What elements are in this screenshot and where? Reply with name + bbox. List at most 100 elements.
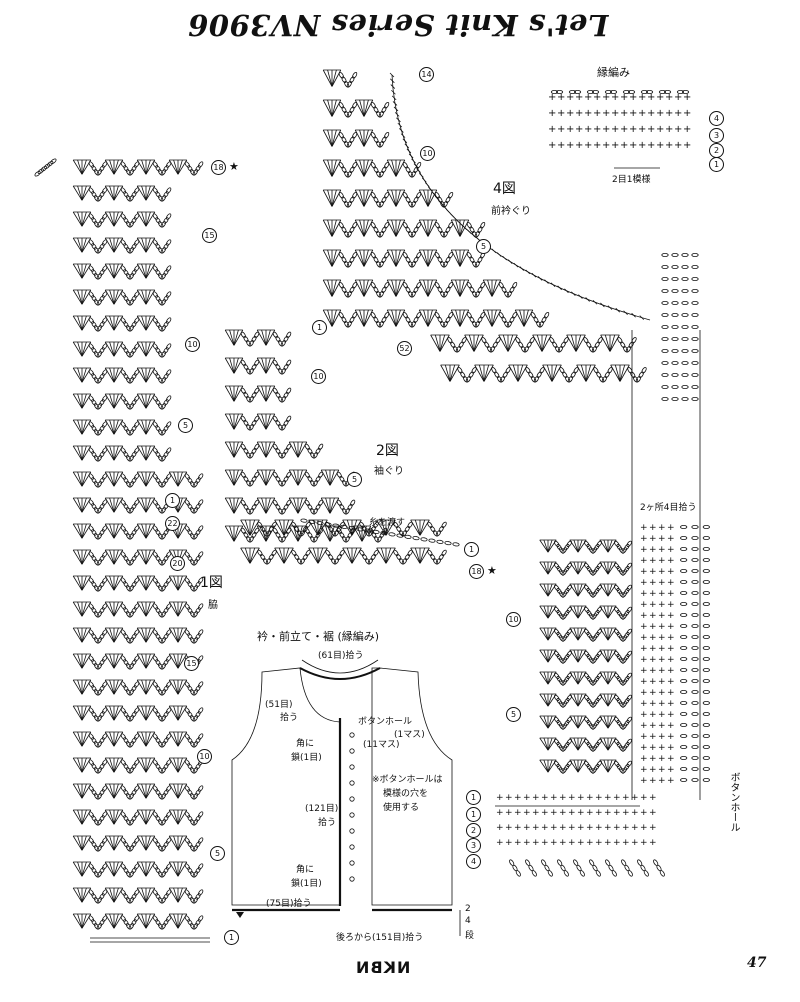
svg-text:+: + — [667, 556, 675, 566]
svg-text:+: + — [640, 556, 648, 566]
svg-text:+: + — [667, 534, 675, 544]
svg-text:+: + — [667, 743, 675, 753]
fig1-number: 1図 — [200, 575, 223, 591]
row-10-marker: 10 — [420, 146, 435, 161]
svg-text:+: + — [611, 108, 619, 119]
band-row-3: 3 — [466, 838, 481, 853]
svg-text:+: + — [649, 677, 657, 687]
svg-text:+: + — [656, 108, 664, 119]
svg-text:+: + — [611, 124, 619, 135]
svg-text:+: + — [593, 124, 601, 135]
svg-text:+: + — [640, 793, 648, 803]
svg-text:+: + — [532, 793, 540, 803]
svg-text:+: + — [667, 765, 675, 775]
svg-text:+: + — [683, 140, 691, 151]
svg-text:+: + — [505, 793, 513, 803]
row-18-marker: 18 — [469, 564, 484, 579]
row-5-marker: 5 — [347, 472, 362, 487]
hem-front-pickup: (75目)拾う — [266, 899, 312, 909]
svg-text:+: + — [602, 124, 610, 135]
svg-text:+: + — [620, 92, 628, 103]
svg-text:+: + — [602, 108, 610, 119]
svg-text:+: + — [658, 688, 666, 698]
svg-text:+: + — [613, 808, 621, 818]
svg-text:+: + — [667, 699, 675, 709]
svg-text:+: + — [683, 124, 691, 135]
svg-text:+: + — [658, 534, 666, 544]
svg-text:+: + — [658, 732, 666, 742]
row-18-marker: 18 — [211, 160, 226, 175]
row-15-marker: 15 — [202, 228, 217, 243]
svg-text:+: + — [640, 732, 648, 742]
fig1-side-chart — [34, 158, 210, 943]
svg-text:+: + — [550, 808, 558, 818]
svg-text:+: + — [658, 523, 666, 533]
row-1-marker: 1 — [464, 542, 479, 557]
svg-text:+: + — [559, 838, 567, 848]
svg-text:+: + — [557, 140, 565, 151]
svg-text:+: + — [640, 611, 648, 621]
svg-text:+: + — [604, 838, 612, 848]
row-5-marker: 5 — [476, 239, 491, 254]
svg-text:+: + — [667, 611, 675, 621]
fig4-caption: 前衿ぐり — [491, 206, 531, 217]
svg-text:+: + — [613, 823, 621, 833]
edging-chart: ++++++++++++++++++++++++++++++++++++++++… — [548, 90, 691, 169]
page-number: 47 — [747, 955, 767, 971]
svg-text:+: + — [532, 823, 540, 833]
svg-text:+: + — [593, 92, 601, 103]
fig4-neckline-chart — [322, 69, 701, 800]
svg-text:+: + — [575, 140, 583, 151]
corner-note-bottom-a: 角に — [296, 865, 315, 875]
svg-text:+: + — [638, 92, 646, 103]
svg-text:+: + — [667, 633, 675, 643]
svg-text:+: + — [638, 140, 646, 151]
svg-text:+: + — [566, 108, 574, 119]
svg-text:+: + — [649, 644, 657, 654]
svg-text:+: + — [658, 545, 666, 555]
svg-text:+: + — [620, 140, 628, 151]
svg-text:+: + — [593, 140, 601, 151]
hem-back-pickup: 後ろから(151目)拾う — [336, 933, 424, 943]
row-14-marker: 14 — [419, 67, 434, 82]
edge-row-2: 2 — [709, 143, 724, 158]
svg-text:+: + — [649, 578, 657, 588]
vest-schematic — [231, 659, 461, 936]
svg-text:+: + — [658, 743, 666, 753]
svg-text:+: + — [649, 808, 657, 818]
svg-text:+: + — [658, 666, 666, 676]
svg-text:+: + — [649, 838, 657, 848]
fig2-carry-yarn-note: 糸を渡す — [369, 518, 406, 528]
svg-text:+: + — [622, 793, 630, 803]
svg-text:+: + — [577, 808, 585, 818]
svg-text:+: + — [640, 721, 648, 731]
svg-text:+: + — [649, 589, 657, 599]
svg-text:+: + — [575, 108, 583, 119]
svg-text:+: + — [631, 793, 639, 803]
svg-text:+: + — [613, 793, 621, 803]
svg-text:+: + — [640, 710, 648, 720]
buttonhole-note-b: 模様の穴を — [383, 789, 429, 799]
svg-text:+: + — [640, 754, 648, 764]
collar-pickup: (61目)拾う — [318, 651, 364, 661]
svg-text:+: + — [640, 823, 648, 833]
band-buttonhole-label: ボタンホール — [728, 772, 739, 832]
svg-text:+: + — [649, 688, 657, 698]
svg-text:+: + — [649, 732, 657, 742]
svg-text:+: + — [604, 823, 612, 833]
svg-text:+: + — [496, 838, 504, 848]
svg-text:+: + — [649, 793, 657, 803]
svg-text:+: + — [496, 808, 504, 818]
svg-text:+: + — [577, 838, 585, 848]
svg-text:+: + — [611, 92, 619, 103]
svg-text:+: + — [595, 793, 603, 803]
svg-text:+: + — [640, 677, 648, 687]
svg-text:+: + — [557, 92, 565, 103]
svg-text:+: + — [595, 823, 603, 833]
svg-text:+: + — [658, 611, 666, 621]
svg-text:+: + — [658, 699, 666, 709]
svg-text:+: + — [595, 808, 603, 818]
row-22-marker: 22 — [165, 516, 180, 531]
buttonhole-size: (1マス) — [394, 730, 425, 740]
